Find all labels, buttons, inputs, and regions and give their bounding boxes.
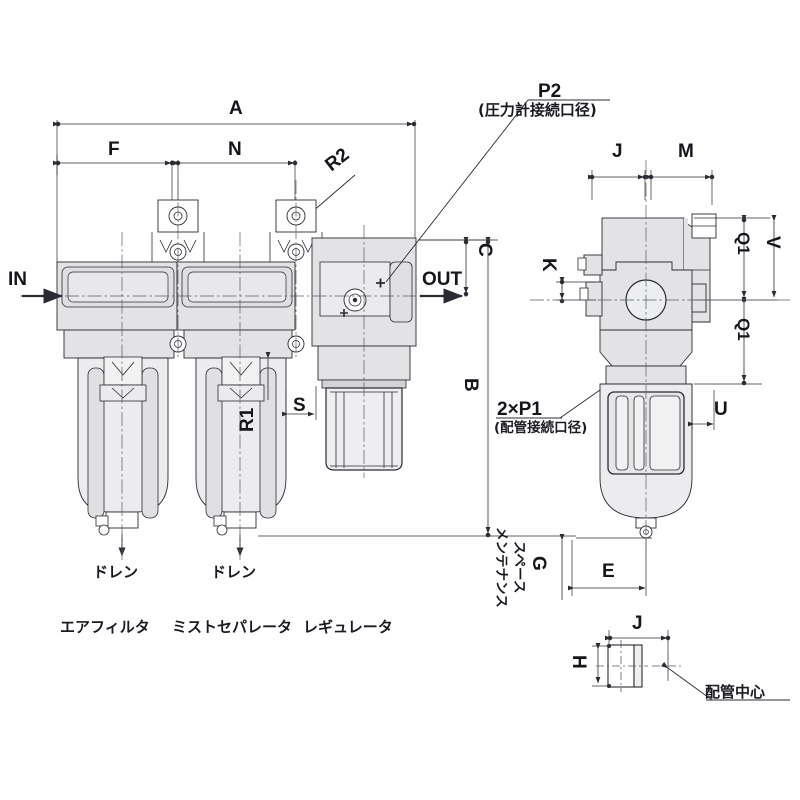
dimension-label-g: G <box>528 556 549 571</box>
dimension-label-s: S <box>293 395 306 416</box>
outlet-label: OUT <box>422 269 463 290</box>
component-label-air-filter: エアフィルタ <box>60 618 150 636</box>
dimension-label-r1: R1 <box>237 407 258 432</box>
dimension-label-f: F <box>108 139 120 160</box>
piping-center-note: 配管中心 <box>705 683 766 701</box>
dimension-label-e: E <box>602 561 615 582</box>
pipe-port-code: 2×P1 <box>497 399 542 420</box>
dimension-label-h: H <box>568 655 589 669</box>
maintenance-note-line2: スペース <box>511 541 527 594</box>
pipe-port-note: (配管接続口径) <box>494 420 588 436</box>
inlet-label: IN <box>8 269 27 290</box>
component-label-mist-separator: ミストセパレータ <box>172 618 293 636</box>
drain-label-filter: ドレン <box>93 563 139 581</box>
dimension-label-v: V <box>762 236 783 249</box>
dimension-label-u: U <box>714 399 728 420</box>
gauge-port-code: P2 <box>538 81 562 102</box>
gauge-port-note: (圧力計接続口径) <box>478 101 597 119</box>
dimension-label-b: B <box>460 378 481 392</box>
detail-view-group <box>592 630 790 701</box>
dimension-label-n: N <box>228 139 242 160</box>
dimension-label-a: A <box>229 98 243 119</box>
dimension-label-j-side: J <box>612 141 623 162</box>
dimension-label-q1-upper: Q1 <box>734 232 753 255</box>
drain-label-separator: ドレン <box>211 563 257 581</box>
dimension-label-c: C <box>474 243 495 257</box>
dimension-label-q1-lower: Q1 <box>734 318 753 341</box>
front-view-group <box>20 99 610 560</box>
dimension-label-m: M <box>678 141 694 162</box>
component-label-regulator: レギュレータ <box>303 618 393 636</box>
maintenance-note-line1: メンテナンス <box>493 527 509 608</box>
dimension-label-j-detail: J <box>632 613 643 634</box>
side-view-group <box>496 160 790 600</box>
dimension-label-k: K <box>538 258 559 272</box>
